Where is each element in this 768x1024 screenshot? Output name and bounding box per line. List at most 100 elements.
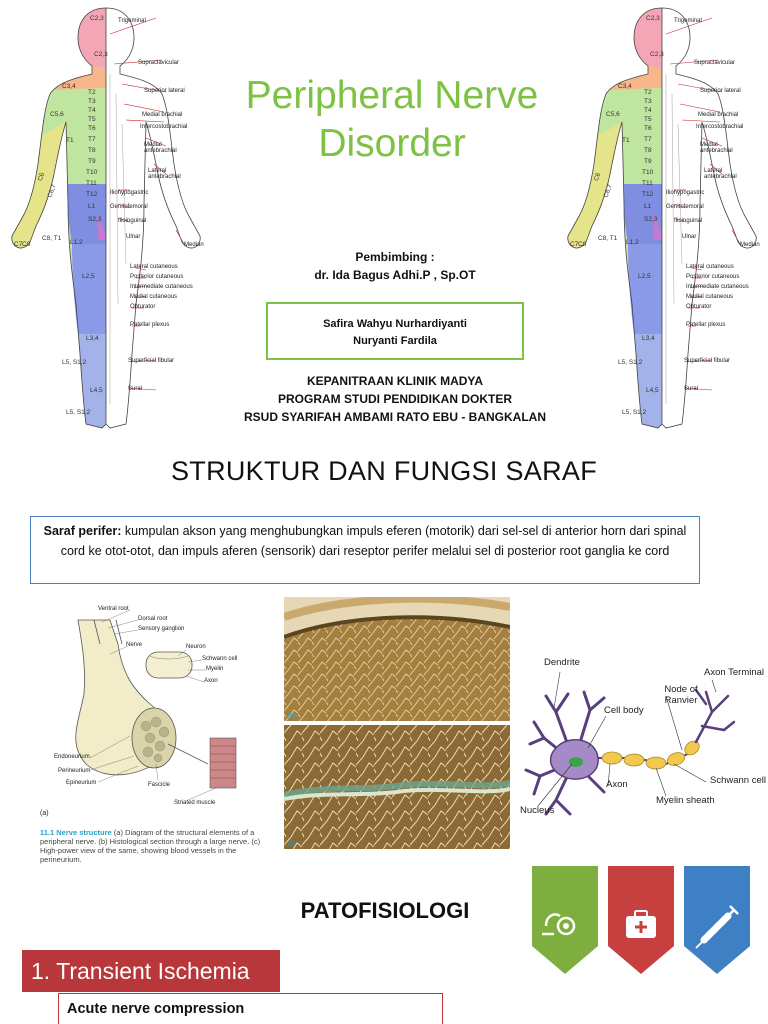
dermatome-body-illustration — [567, 7, 757, 429]
nerve-label: Supraclavicular — [694, 60, 736, 66]
dermatome-level-label: C7 — [570, 241, 579, 248]
nerve-label: Iliohypogastric — [110, 190, 149, 196]
dermatome-level-label: T9 — [644, 158, 652, 165]
diagram-label: Epineurium — [66, 780, 97, 786]
dermatome-body-illustration — [11, 7, 201, 429]
diagram-label: Ventral root — [98, 606, 129, 612]
nerve-label: Lateral cutaneous — [130, 264, 178, 270]
dermatome-level-label: C3,4 — [618, 83, 632, 90]
neuron-illustration — [524, 671, 736, 816]
nerve-label: Medial antebrachial — [700, 142, 733, 154]
supervisor-block: Pembimbing : dr. Ida Bagus Adhi.P , Sp.O… — [250, 248, 540, 284]
histology-image-b: (b) — [284, 597, 510, 721]
nerve-label: Medial antebrachial — [144, 142, 177, 154]
nerve-label: Genitofemoral — [110, 204, 148, 210]
title-line: Peripheral Nerve — [245, 74, 539, 117]
nerve-label: Intercostobrachial — [140, 124, 188, 130]
dermatome-level-label: C2,3 — [650, 51, 664, 58]
definition-text: kumpulan akson yang menghubungkan impuls… — [60, 524, 687, 558]
nerve-label: Intermediate cutaneous — [686, 284, 749, 290]
dermatome-level-label: C3,4 — [62, 83, 76, 90]
diagram-label: Endoneurium — [54, 754, 90, 760]
diagram-label: Fascicle — [148, 782, 171, 788]
nerve-label: Lateral antebrachial — [704, 168, 737, 180]
dermatome-level-label: T2 — [644, 89, 652, 96]
histology-section-illustration — [284, 597, 510, 721]
dermatome-level-label: T3 — [644, 98, 652, 105]
caption-text: (a) Diagram of the structural elements o… — [40, 828, 261, 864]
image-label: (c) — [288, 841, 295, 847]
dermatome-level-label: T11 — [642, 180, 653, 187]
dermatome-level-label: L2,5 — [82, 273, 95, 280]
nerve-label: Ilioinguinal — [118, 218, 147, 224]
dermatome-level-label: C7 — [14, 241, 23, 248]
dermatome-level-label: L4,5 — [90, 387, 103, 394]
dermatome-level-label: L1 — [644, 203, 652, 210]
nerve-label: Ulnar — [126, 234, 141, 240]
nerve-label: Median — [184, 242, 204, 248]
dermatome-level-label: T12 — [86, 191, 98, 198]
section-heading: 1. Transient Ischemia — [22, 950, 280, 992]
dermatome-level-label: C8 — [22, 241, 31, 248]
definition-box: Saraf perifer: kumpulan akson yang mengh… — [30, 516, 700, 584]
syringe-icon — [684, 866, 750, 974]
subheading-text: Acute nerve compression — [67, 1001, 245, 1017]
dermatome-level-label: T6 — [644, 125, 652, 132]
dermatome-level-label: T1 — [622, 137, 630, 144]
neuron-label: Axon Terminal — [704, 667, 765, 678]
supervisor-label: Pembimbing : — [355, 250, 435, 264]
nerve-label: Ilioinguinal — [674, 218, 703, 224]
nerve-label: Medial brachial — [142, 112, 183, 118]
dermatome-figure-left: Trigeminal Supraclavicular Superior late… — [6, 4, 206, 434]
nerve-label: Superior lateral — [144, 88, 185, 94]
nerve-structure-illustration — [75, 609, 237, 801]
dermatome-level-label: C5,6 — [606, 111, 620, 118]
caption-figure-number: 11.1 Nerve structure — [40, 828, 112, 837]
diagram-label: Neuron — [186, 644, 206, 650]
dermatome-level-label: T6 — [88, 125, 96, 132]
nerve-label: Patellar plexus — [686, 322, 726, 328]
dermatome-level-label: T7 — [88, 136, 96, 143]
nerve-label: Intermediate cutaneous — [130, 284, 193, 290]
dermatome-level-label: C8, T1 — [598, 235, 618, 242]
nerve-structure-diagram: Ventral root Dorsal root Sensory ganglio… — [38, 604, 274, 826]
nerve-label: Medial brachial — [698, 112, 739, 118]
dermatome-level-label: L5, S1,2 — [66, 409, 91, 416]
dermatome-level-label: T5 — [644, 116, 652, 123]
neuron-label: Cell body — [604, 705, 644, 716]
histology-section-illustration — [284, 725, 510, 849]
neuron-label: Dendrite — [544, 657, 580, 668]
neuron-label: Schwann cell — [710, 775, 766, 786]
institution-block: KEPANITRAAN KLINIK MADYA PROGRAM STUDI P… — [210, 372, 580, 426]
diagram-label: (a) — [40, 810, 49, 817]
definition-term: Saraf perifer: — [43, 524, 122, 538]
authors-box: Safira Wahyu Nurhardiyanti Nuryanti Fard… — [266, 302, 524, 360]
nerve-label: Posterior cutaneous — [130, 274, 184, 280]
dermatome-figure-right: Trigeminal Supraclavicular Superior late… — [562, 4, 762, 434]
dermatome-level-label: L2,5 — [638, 273, 651, 280]
dermatome-level-label: L4,5 — [646, 387, 659, 394]
nerve-label: Posterior cutaneous — [686, 274, 740, 280]
author-name: Safira Wahyu Nurhardiyanti — [323, 318, 467, 330]
neuron-label: Node of Ranvier — [664, 684, 698, 706]
dermatome-level-label: C2,3 — [94, 51, 108, 58]
dermatome-level-label: C8 — [578, 241, 587, 248]
dermatome-level-label: T10 — [86, 169, 98, 176]
nerve-label: Superficial fibular — [684, 358, 731, 364]
nerve-label: Sural — [128, 386, 143, 392]
dermatome-level-label: S2,3 — [88, 216, 102, 223]
nerve-label: Genitofemoral — [666, 204, 704, 210]
nerve-label: Trigeminal — [118, 18, 146, 24]
dermatome-level-label: L3,4 — [86, 335, 99, 342]
title-line: Disorder — [318, 122, 466, 165]
institution-line: PROGRAM STUDI PENDIDIKAN DOKTER — [277, 392, 512, 406]
dermatome-level-label: C8, T1 — [42, 235, 62, 242]
patofisiologi-title: PATOFISIOLOGI — [300, 898, 470, 923]
dermatome-level-label: L5, S1,2 — [618, 359, 643, 366]
stethoscope-icon — [532, 866, 598, 974]
nerve-label: Lateral cutaneous — [686, 264, 734, 270]
diagram-label: Axon — [204, 678, 218, 684]
banner-syringe — [684, 866, 750, 976]
dermatome-level-label: L5, S1,2 — [622, 409, 647, 416]
